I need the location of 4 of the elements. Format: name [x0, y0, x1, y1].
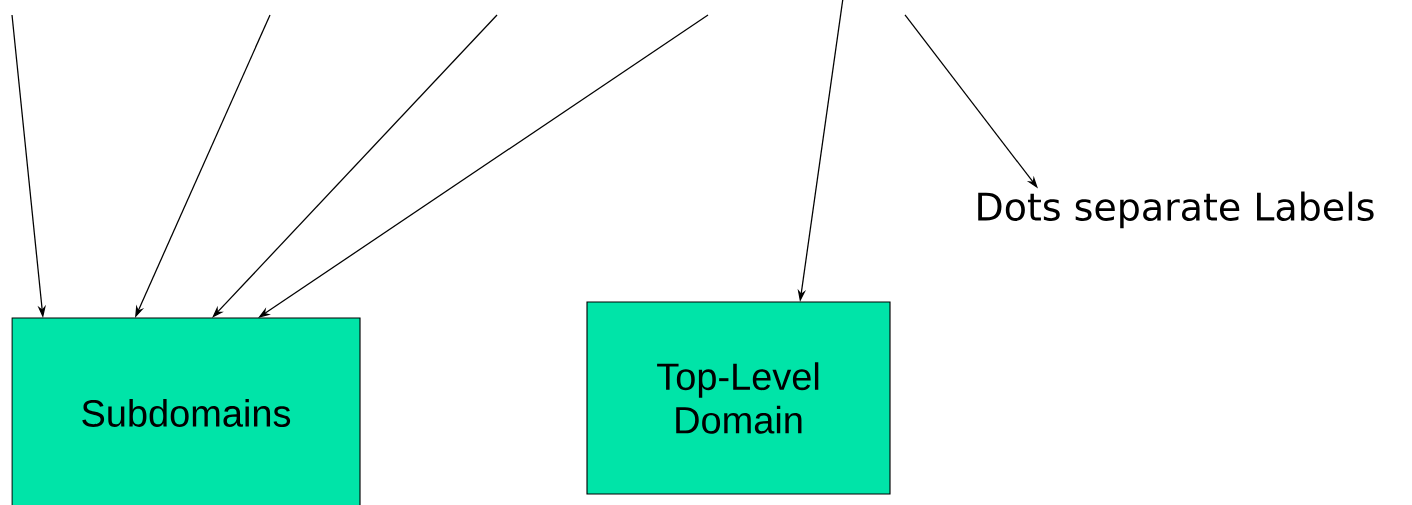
process-box: Subdomains [11, 317, 361, 505]
note-text: Dots separate Labels [978, 191, 1374, 229]
process-box: Top-Level Domain [586, 301, 891, 495]
arrow [212, 14, 498, 318]
